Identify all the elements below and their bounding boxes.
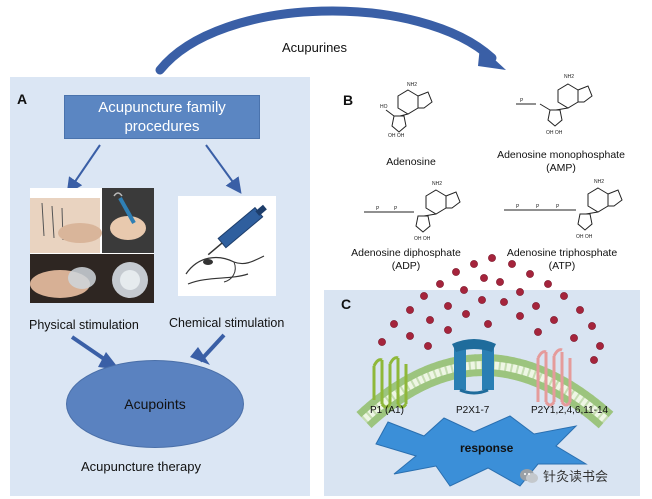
watermark: 针灸读书会 bbox=[519, 466, 608, 485]
svg-text:P: P bbox=[536, 204, 540, 210]
amp-abbr: (AMP) bbox=[546, 162, 576, 174]
purinergic-membrane-diagram bbox=[356, 339, 614, 487]
svg-text:OH OH: OH OH bbox=[546, 130, 563, 136]
adp-abbr: (ADP) bbox=[391, 260, 421, 272]
chemical-stimulation-image bbox=[178, 196, 276, 296]
svg-text:NH2: NH2 bbox=[407, 82, 417, 88]
panel-b-letter: B bbox=[343, 92, 354, 108]
svg-text:P: P bbox=[520, 98, 524, 104]
wechat-icon bbox=[520, 468, 538, 483]
atp-name-text: Adenosine triphosphate bbox=[506, 247, 618, 259]
acupoints-ellipse: Acupoints bbox=[66, 360, 244, 448]
svg-text:HO: HO bbox=[380, 104, 388, 110]
p2x-receptor-label: P2X1-7 bbox=[456, 405, 490, 416]
svg-text:NH2: NH2 bbox=[594, 179, 604, 185]
panel-a-arrows bbox=[66, 144, 242, 370]
atp-abbr: (ATP) bbox=[548, 260, 576, 272]
p1-receptor-shape bbox=[372, 356, 408, 409]
p2y-receptor-label: P2Y1,2,4,6,11-14 bbox=[531, 405, 609, 416]
adenosine-name: Adenosine bbox=[386, 156, 436, 168]
atp-name: Adenosine triphosphate (ATP) bbox=[492, 247, 632, 273]
svg-text:P: P bbox=[394, 206, 398, 212]
acupurines-label: Acupurines bbox=[282, 40, 348, 55]
adp-structure: NH2 P P OH OH bbox=[364, 181, 461, 242]
physical-stimulation-image bbox=[30, 188, 154, 303]
procedures-title: Acupuncture family procedures bbox=[98, 99, 226, 135]
watermark-text: 针灸读书会 bbox=[543, 470, 609, 485]
panel-c-letter: C bbox=[341, 296, 352, 312]
amp-name-text: Adenosine monophosphate bbox=[497, 149, 625, 161]
svg-text:P: P bbox=[376, 206, 380, 212]
atp-structure: NH2 P P P OH OH bbox=[504, 179, 623, 240]
adenosine-structure: NH2 HO OH OH bbox=[380, 82, 433, 138]
response-burst bbox=[375, 415, 588, 487]
amp-name: Adenosine monophosphate (AMP) bbox=[494, 149, 628, 175]
svg-text:OH OH: OH OH bbox=[414, 236, 431, 242]
chemical-stimulation-label: Chemical stimulation bbox=[169, 316, 285, 330]
svg-text:OH OH: OH OH bbox=[388, 133, 405, 138]
acupuncture-therapy-label: Acupuncture therapy bbox=[81, 459, 201, 474]
svg-text:NH2: NH2 bbox=[432, 181, 442, 187]
response-label: response bbox=[460, 441, 514, 455]
p2y-receptor-shape bbox=[536, 348, 572, 407]
amp-structure: NH2 P OH OH bbox=[516, 74, 593, 136]
acupurines-arrow bbox=[155, 6, 506, 75]
acupoints-label: Acupoints bbox=[124, 396, 186, 412]
svg-text:P: P bbox=[516, 204, 520, 210]
adp-name: Adenosine diphosphate (ADP) bbox=[346, 247, 466, 273]
svg-text:NH2: NH2 bbox=[564, 74, 574, 80]
svg-text:P: P bbox=[556, 204, 560, 210]
purine-dots bbox=[378, 254, 604, 364]
procedures-title-box: Acupuncture family procedures bbox=[64, 95, 260, 139]
panel-a-letter: A bbox=[17, 91, 28, 107]
physical-stimulation-label: Physical stimulation bbox=[29, 318, 139, 332]
p1-receptor-label: P1 (A1) bbox=[370, 405, 404, 416]
p2x-receptor-shape bbox=[452, 339, 496, 395]
adp-name-text: Adenosine diphosphate bbox=[351, 247, 461, 259]
svg-text:OH OH: OH OH bbox=[576, 234, 593, 240]
